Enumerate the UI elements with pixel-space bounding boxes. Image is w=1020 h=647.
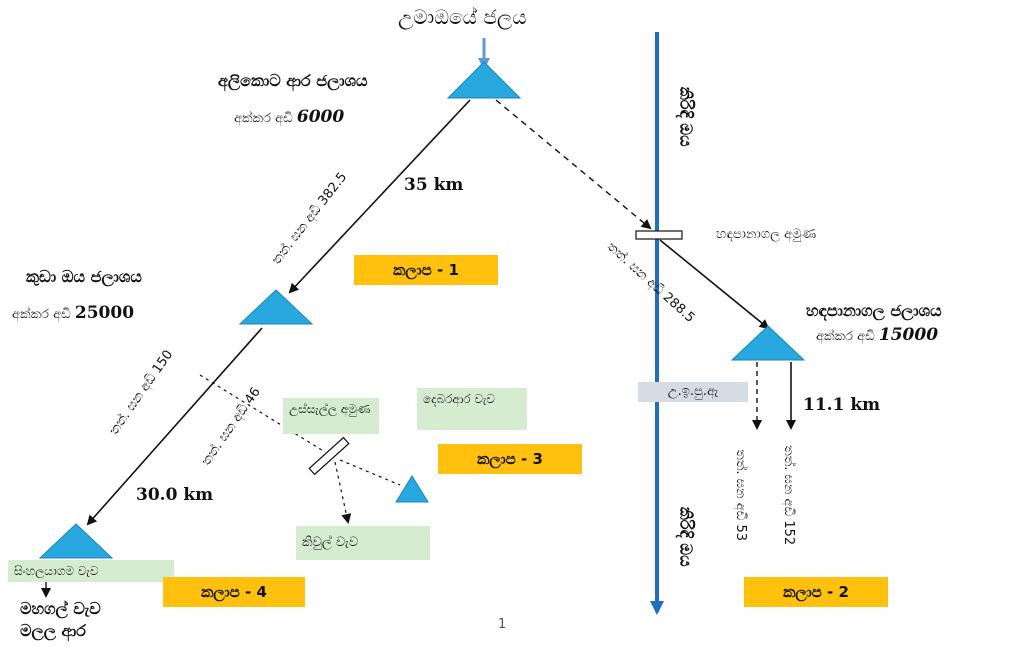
- zone-3-box: කලාප - 3: [438, 444, 582, 474]
- alikota-capacity-value: 6000: [296, 107, 345, 127]
- mahagal-wewa-label: මහගල් වැව: [20, 599, 101, 618]
- sinhalayagama-triangle: [38, 523, 114, 559]
- debaraara-triangle: [395, 475, 429, 503]
- malala-ara-label: මලල ආර: [20, 621, 86, 640]
- flow-label-53: තත්. ඝන අඩි 53: [733, 449, 749, 542]
- alikota-capacity: අක්කර අඩි 6000: [234, 108, 344, 127]
- grey-label-box: උ.ඉ.පු.ඇ: [638, 382, 748, 402]
- river-label-lower: කිරිඳි ඔය: [676, 506, 696, 567]
- handapanagala-capacity-prefix: අක්කර අඩි: [816, 329, 875, 344]
- flow-ussella-kiwul: [334, 461, 352, 524]
- flow-anicut-hand: [659, 239, 770, 330]
- handapanagala-reservoir-triangle: [730, 325, 806, 361]
- page-number: 1: [498, 617, 507, 632]
- flow-ussella-debara: [339, 459, 401, 486]
- alikota-capacity-prefix: අක්කර අඩි: [234, 111, 293, 126]
- distance-30km: 30.0 km: [136, 485, 214, 505]
- zone-4-box: කලාප - 4: [163, 577, 305, 607]
- sinhalayagama-tank-box: සිංහලයාගම වැව: [8, 560, 174, 582]
- river-label-upper: කිරිඳි ඔය: [676, 86, 696, 147]
- flow-alikota-kuda: [288, 99, 471, 294]
- zone-1-box: කලාප - 1: [354, 255, 498, 285]
- distance-35km: 35 km: [404, 175, 464, 195]
- kuda-oya-capacity-value: 25000: [74, 303, 135, 323]
- distance-11km: 11.1 km: [803, 395, 881, 415]
- kuda-oya-capacity: අක්කර අඩි 25000: [12, 304, 134, 323]
- handapanagala-capacity-value: 15000: [878, 325, 939, 345]
- flow-alikota-anicut: [495, 99, 652, 230]
- handapanagala-anicut-label: හඳපානාගල අමුණ: [716, 227, 817, 242]
- flow-label-152: තත්. ඝන අඩි 152: [781, 445, 797, 546]
- handapanagala-anicut: [635, 230, 683, 240]
- alikota-reservoir-triangle: [446, 61, 522, 99]
- zone-2-box: කලාප - 2: [744, 577, 888, 607]
- kiwul-tank-box: කිවුල් වැව: [296, 526, 430, 560]
- handapanagala-name: හඳපානාගල ජලාශය: [806, 301, 942, 320]
- flow-kuda-sinhala: [86, 327, 263, 526]
- debaraara-tank-box: දෙබරආර වැව: [417, 388, 527, 430]
- top-source-label: උමාඔයේ ජලය: [398, 5, 527, 29]
- ussella-anicut: [308, 436, 350, 476]
- handapanagala-capacity: අක්කර අඩි 15000: [816, 326, 938, 345]
- kuda-oya-capacity-prefix: අක්කර අඩි: [12, 307, 71, 322]
- kuda-oya-reservoir-triangle: [238, 289, 314, 325]
- alikota-name: අලිකොට ආර ජලාශය: [218, 71, 368, 90]
- ussella-anicut-box: උස්සැල්ල අමුණ: [283, 398, 379, 434]
- kuda-oya-name: කුඩා ඔය ජලාශය: [26, 267, 142, 286]
